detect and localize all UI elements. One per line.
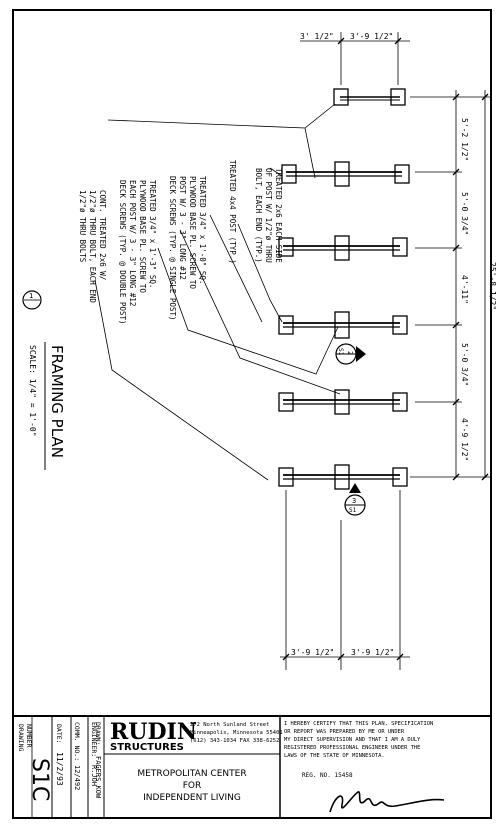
svg-text:DECK SCREWS (TYP. @ DOUBLE POS: DECK SCREWS (TYP. @ DOUBLE POST) bbox=[118, 180, 127, 325]
svg-text:2: 2 bbox=[346, 351, 354, 355]
engineer-value: R.JOH bbox=[90, 765, 98, 786]
svg-text:DECK SCREWS (TYP. @ SINGLE POS: DECK SCREWS (TYP. @ SINGLE POST) bbox=[168, 176, 177, 321]
dim-right-2: 5'-0 3/4" bbox=[460, 192, 469, 235]
dimension-lines bbox=[280, 32, 490, 670]
dim-overall: 25'-8 1/2" bbox=[488, 262, 497, 310]
address-line-1: 272 North Sunland Street bbox=[190, 722, 269, 728]
svg-text:TREATED 4x4 POST (TYP.): TREATED 4x4 POST (TYP.) bbox=[228, 160, 237, 264]
svg-text:3: 3 bbox=[352, 497, 356, 505]
company-logo: RUDIN STRUCTURES bbox=[110, 719, 197, 753]
svg-text:TREATED 2x6 EACH SIDE: TREATED 2x6 EACH SIDE bbox=[274, 168, 283, 263]
svg-text:TREATED 3/4" x 1'-0" SQ.: TREATED 3/4" x 1'-0" SQ. bbox=[198, 176, 207, 284]
dim-top-1: 3' 1/2" bbox=[300, 32, 334, 41]
project-line-3: INDEPENDENT LIVING bbox=[143, 793, 241, 803]
comm-value: 12/492 bbox=[73, 765, 81, 790]
dim-right-group: 5'-2 1/2" 5'-0 3/4" 4'-11" 5'-0 3/4" 4'-… bbox=[460, 118, 497, 461]
cert-line-4: REGISTERED PROFESSIONAL ENGINEER UNDER T… bbox=[284, 745, 420, 751]
cert-line-3: MY DIRECT SUPERVISION AND THAT I AM A DU… bbox=[284, 737, 421, 743]
dim-bottom-1: 3'-9 1/2" bbox=[291, 648, 334, 657]
sheet-border bbox=[12, 9, 492, 819]
engineer-label: ENGINEER: bbox=[90, 722, 98, 757]
section-marker: 1 bbox=[22, 290, 42, 310]
svg-text:CONT. TREATED 2x6 W/: CONT. TREATED 2x6 W/ bbox=[98, 190, 107, 280]
dim-right-3: 4'-11" bbox=[460, 275, 469, 304]
svg-text:BOLT, EACH END (TYP.): BOLT, EACH END (TYP.) bbox=[254, 168, 263, 263]
company-sub: STRUCTURES bbox=[110, 742, 184, 753]
svg-text:OF POST W/ 1/2"ø THRU: OF POST W/ 1/2"ø THRU bbox=[264, 168, 273, 263]
callout-single-base: TREATED 3/4" x 1'-0" SQ. PLYWOOD BASE PL… bbox=[168, 176, 207, 321]
svg-text:PLYWOOD BASE PL. SCREW TO: PLYWOOD BASE PL. SCREW TO bbox=[188, 176, 197, 289]
number-label: NUMBER bbox=[25, 724, 33, 748]
date-value: 11/2/93 bbox=[55, 752, 64, 786]
svg-text:POST W/ 3 - 3" LONG #12: POST W/ 3 - 3" LONG #12 bbox=[178, 176, 187, 280]
cert-line-2: OR REPORT WAS PREPARED BY ME OR UNDER bbox=[284, 729, 405, 735]
company-name: RUDIN bbox=[110, 719, 197, 745]
date-label: DATE: bbox=[55, 724, 63, 744]
svg-text:PLYWOOD BASE PL. SCREW TO: PLYWOOD BASE PL. SCREW TO bbox=[138, 180, 147, 293]
dim-bottom-2: 3'-9 1/2" bbox=[351, 648, 394, 657]
callout-double-base: TREATED 3/4" x 1'-3" SQ. PLYWOOD BASE PL… bbox=[118, 180, 157, 325]
engineer-signature bbox=[329, 791, 445, 813]
address-line-2: Minneapolis, Minnesota 55401 bbox=[190, 730, 283, 736]
dimension-ticks bbox=[282, 37, 489, 661]
title-block bbox=[12, 715, 492, 819]
dim-right-1: 5'-2 1/2" bbox=[460, 118, 469, 161]
svg-text:EACH POST W/ 3 - 3" LONG #12: EACH POST W/ 3 - 3" LONG #12 bbox=[128, 180, 137, 306]
drawn-value: FAGERS KOW bbox=[94, 756, 102, 799]
reg-number: REG. NO. 15458 bbox=[302, 772, 353, 779]
svg-text:S1: S1 bbox=[337, 348, 344, 356]
cert-line-5: LAWS OF THE STATE OF MINNESOTA. bbox=[284, 753, 385, 759]
drawing-title: FRAMING PLAN bbox=[48, 345, 66, 458]
project-line-2: FOR bbox=[183, 781, 202, 791]
svg-text:1/2"ø THRU BOLTS: 1/2"ø THRU BOLTS bbox=[78, 190, 87, 263]
svg-text:1: 1 bbox=[29, 292, 33, 300]
svg-text:S1: S1 bbox=[349, 507, 357, 514]
comm-label: COMM. NO.: bbox=[73, 722, 81, 761]
svg-text:1/2"ø THRU BOLT, EACH END: 1/2"ø THRU BOLT, EACH END bbox=[88, 190, 97, 303]
callout-post: TREATED 4x4 POST (TYP.) bbox=[228, 160, 237, 264]
detail-marker-2: 2 S1 bbox=[335, 343, 366, 365]
dim-top-2: 3'-9 1/2" bbox=[350, 32, 393, 41]
cert-line-1: I HEREBY CERTIFY THAT THIS PLAN, SPECIFI… bbox=[284, 721, 433, 727]
svg-text:TREATED 3/4" x 1'-3" SQ.: TREATED 3/4" x 1'-3" SQ. bbox=[148, 180, 157, 288]
drawing-number: S1C bbox=[27, 758, 52, 801]
dim-right-5: 4'-9 1/2" bbox=[460, 418, 469, 461]
drawn-label: DRAWN: bbox=[94, 722, 102, 745]
address-line-3: (612) 343-1034 FAX 338-6252 bbox=[190, 738, 279, 744]
detail-marker-3: 3 S1 bbox=[344, 483, 366, 516]
callout-plate: TREATED 2x6 EACH SIDE OF POST W/ 1/2"ø T… bbox=[254, 168, 283, 263]
leader-lines bbox=[94, 103, 341, 481]
dim-right-4: 5'-0 3/4" bbox=[460, 343, 469, 386]
project-line-1: METROPOLITAN CENTER bbox=[137, 769, 246, 779]
callout-cont-plate: CONT. TREATED 2x6 W/ 1/2"ø THRU BOLT, EA… bbox=[78, 190, 107, 303]
drawing-label: DRAWING bbox=[17, 724, 25, 751]
drawing-scale: SCALE: 1/4" = 1'-0" bbox=[28, 345, 37, 437]
framing-structure bbox=[278, 88, 410, 490]
